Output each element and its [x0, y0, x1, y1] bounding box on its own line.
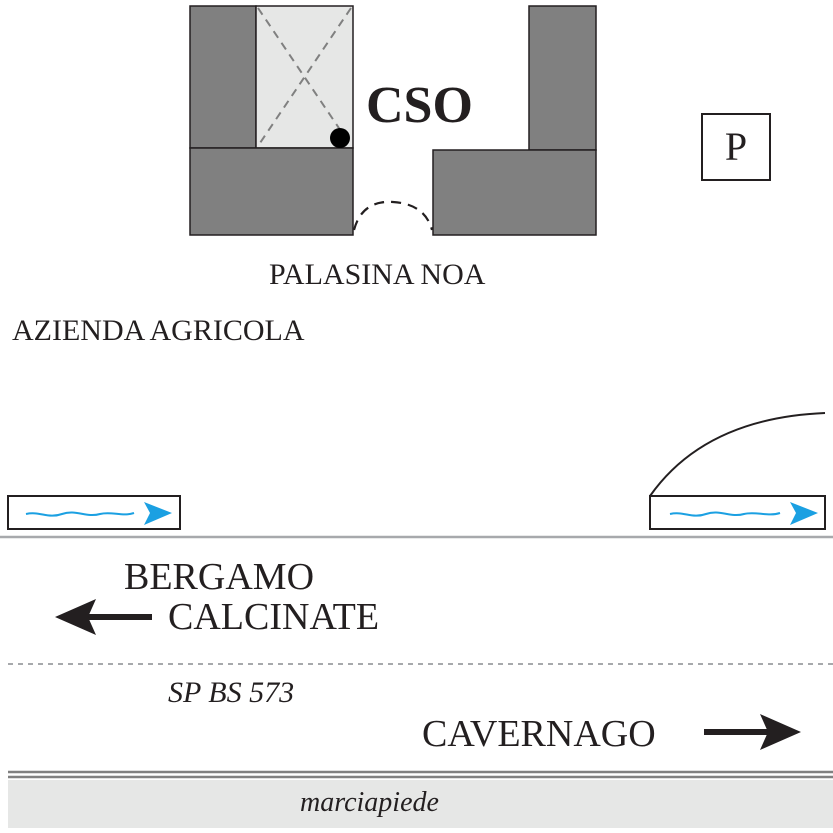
drain-left: [7, 495, 181, 530]
wall-bottom-left: [189, 147, 354, 236]
sidewalk: [8, 780, 833, 828]
sidewalk-label: marciapiede: [300, 787, 439, 818]
destination-calcinate-label: CALCINATE: [168, 596, 380, 638]
cso-label: CSO: [366, 77, 473, 134]
door-swing-icon: [352, 200, 434, 231]
water-flow-arrowhead-left: [144, 502, 172, 525]
arrow-right-icon: [704, 714, 801, 750]
building-palasina: [189, 5, 597, 236]
curb-curve: [649, 412, 826, 497]
parking-label: P: [724, 124, 748, 169]
water-flow-arrowhead-right: [790, 502, 818, 525]
cso-marker-black-dot-icon: [330, 128, 350, 148]
destination-bergamo-label: BERGAMO: [124, 556, 315, 598]
water-flow-icon-left: [25, 511, 135, 517]
arrow-left-icon: [55, 599, 152, 635]
destination-cavernago-label: CAVERNAGO: [422, 713, 656, 755]
wall-bottom-right: [432, 149, 597, 236]
farm-label: AZIENDA AGRICOLA: [12, 314, 305, 347]
wall-left: [189, 5, 257, 149]
drain-right: [649, 495, 826, 530]
wall-right: [528, 5, 597, 151]
parking-sign-icon: P: [701, 113, 771, 181]
water-flow-icon-right: [669, 511, 781, 517]
road-name-label: SP BS 573: [168, 676, 295, 709]
building-label: PALASINA NOA: [269, 258, 486, 291]
